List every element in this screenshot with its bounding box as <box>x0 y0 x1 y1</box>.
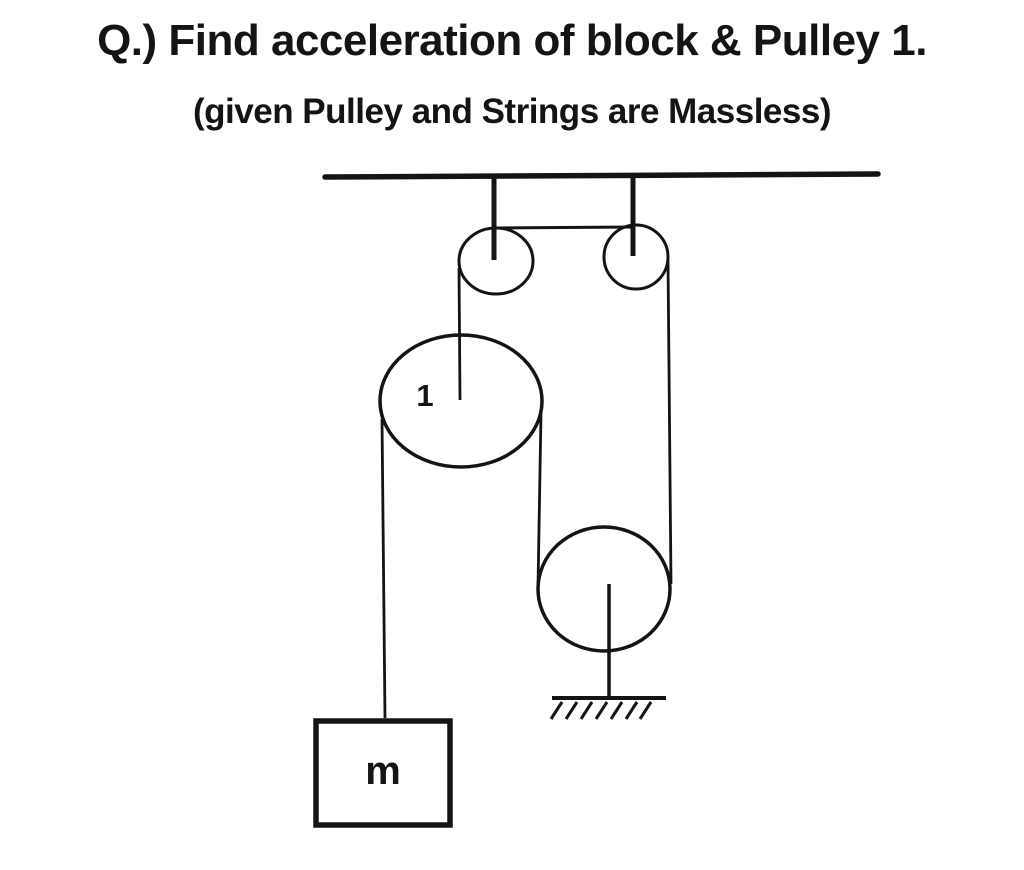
question-text: Q.) Find acceleration of block & Pulley … <box>97 16 927 65</box>
string-pulley1-to-block <box>380 418 387 719</box>
block-label: m <box>365 749 401 793</box>
condition-text: (given Pulley and Strings are Massless) <box>193 92 831 131</box>
ground-pulley <box>536 525 672 653</box>
string-fixed-pulley-to-ground-pulley <box>666 260 673 585</box>
pulley-1-label: 1 <box>416 378 433 413</box>
ground-hatch <box>549 701 653 720</box>
pulley-1 <box>378 333 544 469</box>
fixed-pulley-right <box>602 223 670 291</box>
string-to-pulley1-axle <box>457 267 462 401</box>
block-m <box>313 718 453 828</box>
ceiling-line <box>322 171 881 180</box>
top-string <box>497 225 635 230</box>
string-pulley1-to-ground-pulley <box>536 413 543 587</box>
